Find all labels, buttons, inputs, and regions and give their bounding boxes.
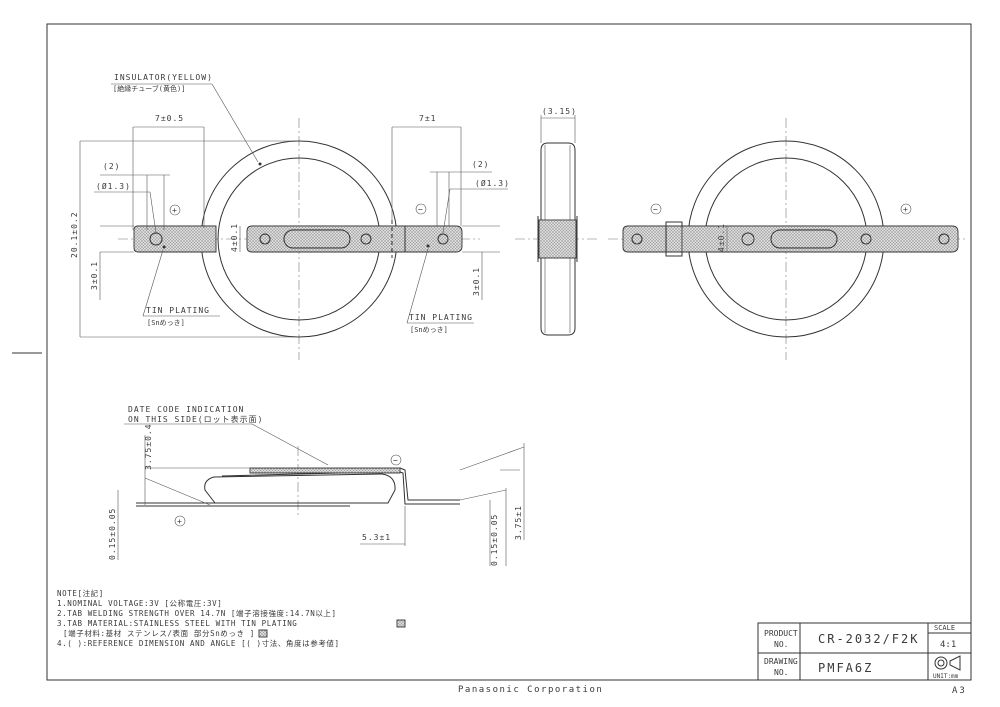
product-label-2: NO. — [774, 640, 788, 649]
product-label-1: PRODUCT — [764, 629, 798, 638]
label-date-code-2: ON THIS SIDE(ロット表示面) — [128, 414, 263, 424]
dim-hole-right: (Ø1.3) — [475, 178, 510, 188]
title-block: PRODUCT NO. CR-2032/F2K SCALE 4:1 DRAWIN… — [757, 622, 972, 681]
note-4: 4.( ):REFERENCE DIMENSION AND ANGLE [( )… — [57, 638, 340, 648]
drawing-border — [46, 23, 972, 681]
label-tin-plating-left: TIN PLATING — [146, 306, 210, 315]
dim-20-1: 20.1±0.2 — [70, 211, 79, 258]
dim-3-75-04: 3.75±0.4 — [144, 423, 153, 470]
dim-3-right: 3±0.1 — [472, 267, 481, 296]
label-tin-plating-right: TIN PLATING — [409, 313, 473, 322]
plus-symbol-profile: + — [177, 517, 182, 526]
minus-symbol-profile: − — [393, 456, 398, 465]
plus-symbol-left: + — [172, 206, 177, 215]
dim-3-15: (3.15) — [542, 107, 577, 116]
dim-4-right: 4±0.1 — [717, 223, 726, 252]
note-title: NOTE[注記] — [57, 588, 104, 598]
dim-0-15-right: 0.15±0.05 — [490, 514, 499, 566]
front-view-left: + − 7±0.5 (2) (Ø1.3) 20.1±0.2 3±0.1 4±0.… — [70, 73, 510, 360]
minus-symbol-right: − — [653, 205, 658, 214]
side-view: (3.15) — [515, 107, 600, 336]
label-tin-plating-right-jp: [Snめっき] — [410, 326, 448, 334]
scale-value: 4:1 — [940, 640, 956, 650]
dim-3-left: 3±0.1 — [90, 261, 99, 290]
drawing-label-1: DRAWING — [764, 657, 798, 666]
label-insulator: INSULATOR(YELLOW) — [114, 73, 213, 82]
label-tin-plating-left-jp: [Snめっき] — [147, 319, 185, 327]
dim-5-3: 5.3±1 — [362, 533, 391, 542]
dim-2-right: (2) — [472, 160, 489, 169]
drawing-number: PMFA6Z — [818, 661, 873, 675]
dim-7-1: 7±1 — [419, 114, 436, 123]
back-view-right: − + 4±0.1 — [608, 118, 968, 360]
dim-4-left: 4±0.1 — [230, 223, 239, 252]
sheet-size: A3 — [952, 686, 967, 696]
note-1: 1.NOMINAL VOLTAGE:3V [公称電圧:3V] — [57, 598, 222, 608]
notes-block: NOTE[注記] 1.NOMINAL VOLTAGE:3V [公称電圧:3V] … — [57, 588, 406, 648]
note-2: 2.TAB WELDING STRENGTH OVER 14.7N [端子溶接強… — [57, 608, 337, 618]
drawing-label-2: NO. — [774, 668, 788, 677]
dim-2-left: (2) — [103, 162, 120, 171]
unit-label: UNIT:mm — [933, 673, 959, 680]
label-insulator-jp: [絶縁チューブ(黄色)] — [113, 84, 185, 93]
scale-label: SCALE — [934, 624, 955, 632]
projection-symbol-icon — [934, 655, 961, 671]
company-name: Panasonic Corporation — [458, 685, 603, 695]
dim-3-75-1: 3.75±1 — [514, 505, 523, 540]
plus-symbol-right: + — [903, 205, 908, 214]
minus-symbol-left: − — [418, 205, 423, 214]
dim-7-05: 7±0.5 — [155, 114, 184, 123]
label-date-code-1: DATE CODE INDICATION — [128, 405, 244, 414]
dim-0-15-left: 0.15±0.05 — [108, 508, 117, 560]
product-number: CR-2032/F2K — [818, 632, 919, 646]
note-3b: [端子材料:基材 ステンレス/表面 部分Snめっき ] — [63, 628, 255, 638]
dim-hole-left: (Ø1.3) — [96, 181, 131, 191]
profile-view: DATE CODE INDICATION ON THIS SIDE(ロット表示面… — [108, 405, 525, 566]
note-3: 3.TAB MATERIAL:STAINLESS STEEL WITH TIN … — [57, 619, 297, 628]
